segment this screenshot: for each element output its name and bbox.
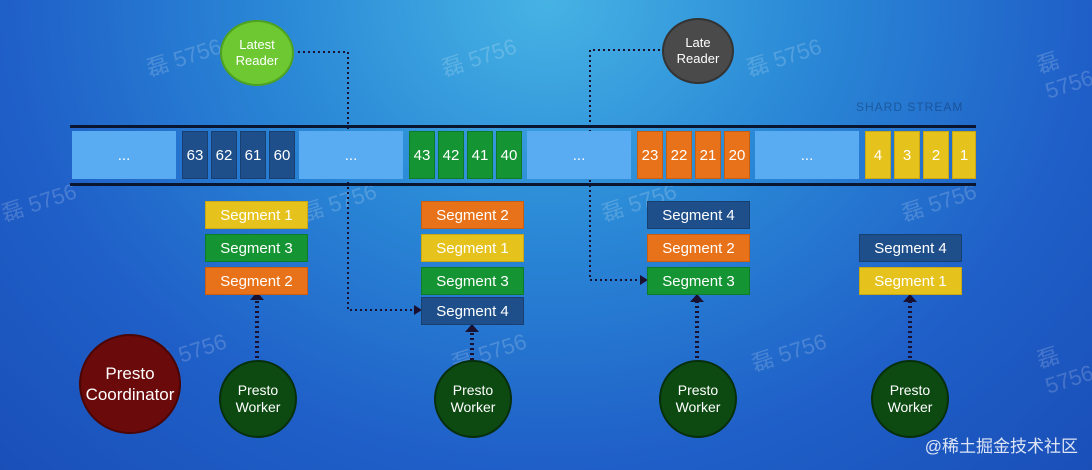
buffer-gap: ... <box>299 131 403 179</box>
segment-block: Segment 4 <box>421 297 524 325</box>
buffer-cell: 1 <box>952 131 976 179</box>
segment-block: Segment 4 <box>859 234 962 262</box>
arrowhead-icon <box>414 305 422 315</box>
segment-block: Segment 3 <box>421 267 524 295</box>
buffer-gap: ... <box>755 131 859 179</box>
buffer-bottom-rail <box>70 183 976 186</box>
buffer-cell: 42 <box>438 131 464 179</box>
buffer-top-rail <box>70 125 976 128</box>
presto-worker: Presto Worker <box>659 360 737 438</box>
buffer-cell: 4 <box>865 131 891 179</box>
segment-block: Segment 2 <box>421 201 524 229</box>
buffer-cell: 60 <box>269 131 295 179</box>
footer-credit: @稀土掘金技术社区 <box>924 437 1078 456</box>
buffer-cell: 61 <box>240 131 266 179</box>
arrowhead-icon <box>903 294 917 302</box>
arrowhead-icon <box>465 324 479 332</box>
presto-worker: Presto Worker <box>434 360 512 438</box>
buffer-cell: 62 <box>211 131 237 179</box>
latest-reader-pointer <box>298 51 414 311</box>
arrowhead-icon <box>640 275 648 285</box>
segment-block: Segment 1 <box>205 201 308 229</box>
presto-coordinator: Presto Coordinator <box>79 334 181 434</box>
buffer-cell: 43 <box>409 131 435 179</box>
buffer-cell: 40 <box>496 131 522 179</box>
buffer-cell: 2 <box>923 131 949 179</box>
buffer-cell: 41 <box>467 131 493 179</box>
latest-reader: Latest Reader <box>220 20 294 86</box>
segment-block: Segment 2 <box>647 234 750 262</box>
buffer-gap: ... <box>72 131 176 179</box>
buffer-cell: 22 <box>666 131 692 179</box>
buffer-cell: 63 <box>182 131 208 179</box>
buffer-cell: 23 <box>637 131 663 179</box>
segment-block: Segment 3 <box>205 234 308 262</box>
segment-block: Segment 4 <box>647 201 750 229</box>
segment-block: Segment 1 <box>859 267 962 295</box>
buffer-cell: 20 <box>724 131 750 179</box>
buffer-cell: 3 <box>894 131 920 179</box>
arrowhead-icon <box>250 292 264 300</box>
buffer-label: SHARD STREAM <box>856 100 964 114</box>
late-reader: Late Reader <box>662 18 734 84</box>
buffer-gap: ... <box>527 131 631 179</box>
presto-worker: Presto Worker <box>219 360 297 438</box>
segment-block: Segment 1 <box>421 234 524 262</box>
segment-block: Segment 3 <box>647 267 750 295</box>
presto-worker: Presto Worker <box>871 360 949 438</box>
segment-block: Segment 2 <box>205 267 308 295</box>
arrowhead-icon <box>690 294 704 302</box>
buffer-cell: 21 <box>695 131 721 179</box>
